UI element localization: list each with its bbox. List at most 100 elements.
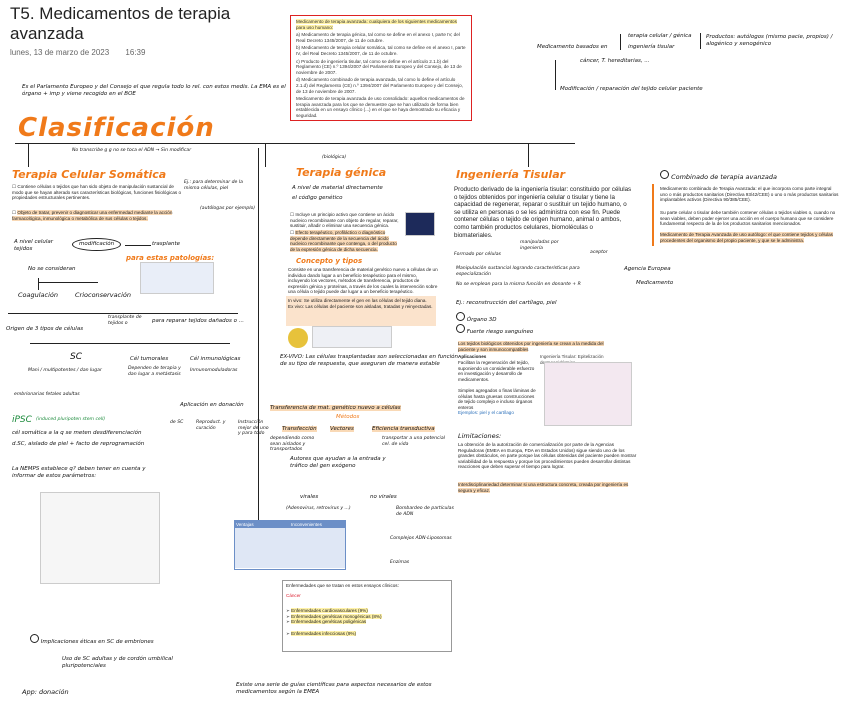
tisular-aplic-text: Facilitan la regeneración del tejido, su… (458, 360, 535, 382)
invivo-2: Ex vivo: Las células del paciente son ai… (288, 303, 433, 309)
flow-arrow (125, 245, 151, 246)
combinado-def1: Medicamento combinado de Terapia Avanzad… (660, 186, 839, 203)
tr-down-line (555, 60, 556, 90)
clasificacion-title: Clasificación (18, 113, 215, 143)
tbl-h-inconv: Inconvenientes (291, 522, 322, 527)
page-time: 16:39 (125, 48, 146, 57)
tisular-interdis: Interdisciplinariedad determinar si una … (458, 482, 629, 493)
tisular-ejemplos: Ejemplos: piel y el cartílago (458, 410, 514, 415)
instruccion: Instrucción mejor de uno y para todo (238, 420, 269, 437)
patologias-figure (140, 262, 214, 294)
implicaciones: Implicaciones éticas en SC de embriones (30, 634, 190, 646)
legal-p6: Medicamento de terapia avanzada de uso c… (296, 96, 465, 118)
flow-celular: A nivel celular tejidos (14, 239, 54, 252)
invivo-1: In vivo: Se utiliza directamente el gen … (288, 298, 427, 303)
tr-branch1: terapia celular / génica (628, 33, 692, 39)
reproduct: Reproduct. y curación (196, 420, 226, 431)
flow-crioconservacion: Crioconservación (75, 291, 132, 299)
exvivo-text: EX-VIVO: Las células trasplantadas son s… (280, 354, 459, 367)
combinado-bar (652, 184, 654, 246)
genica-concept: Concepto y tipos (296, 257, 363, 265)
somatica-title: Terapia Celular Somática (12, 168, 167, 181)
dna-figure (405, 212, 435, 236)
bombardeo: Bombardeo de partículas de ADN (396, 506, 454, 517)
nemps-document-figure (40, 492, 160, 584)
ipsc-2: d.SC, aislado de piel + facto de reprogr… (12, 441, 145, 447)
m-transfeccion: Transfección (282, 426, 317, 432)
somatica-side: Ej.: para determinar de la misma células… (184, 180, 243, 191)
page-date: lunes, 13 de marzo de 2023 (10, 48, 110, 57)
page-title: T5. Medicamentos de terapia avanzada (10, 4, 231, 43)
intro-note: Es el Parlamento Europeo y del Consejo e… (22, 84, 286, 97)
flow-modificacion: modificación (72, 238, 122, 251)
genica-d2: el código genético (292, 195, 343, 201)
sc-label: SC (70, 352, 82, 362)
invivo-box: In vivo: Se utiliza directamente el gen … (286, 296, 436, 326)
ipsc-note: (induced pluripoten stem cell) (36, 417, 106, 422)
sc-desc: Mani / multipotentes / dan lugar (28, 368, 102, 373)
tr-bracket-2 (700, 33, 701, 49)
virus-icon (288, 328, 308, 348)
tisular-flow-d: Manipulación sustancial logrando caracte… (456, 266, 580, 277)
auto: Autores que ayudan a la entrada y tráfic… (290, 456, 386, 469)
exvivo-figure (312, 326, 392, 348)
somatica-c2: ☐ Objeto de tratar, prevenir o diagnosti… (12, 210, 173, 221)
tr-modif: Modificación / reparación del tejido cel… (560, 86, 703, 92)
tisular-flow-b: manipuladas por ingeniería (520, 240, 559, 251)
flow-coagulacion: Coagulación (18, 291, 59, 299)
somatica-side2: (autólogas por ejemplo) (200, 206, 256, 211)
tr-left-label: Medicamento basados en (537, 44, 608, 50)
combinado-def2: Su parte celular o tisular debe también … (660, 210, 836, 227)
tick-tisular (528, 143, 529, 167)
tisular-aplic: Aplicaciones (458, 354, 487, 359)
enzimas: Enzimas (390, 560, 410, 565)
ipsc-1: cél somática a la q se meten desdiferenc… (12, 430, 142, 436)
tisular-med: Medicamento (636, 280, 674, 286)
tbl-h-ventajas: Ventajas (236, 522, 254, 527)
tisular-def: Producto derivado de la ingeniería tisul… (454, 186, 632, 239)
enf-poli: ➢ Enfermedades genéticas poligénicas (286, 619, 367, 625)
genica-title: Terapia génica (296, 166, 387, 179)
vectors-table-body (235, 528, 345, 569)
cel-tumorales: Cél tumorales (130, 356, 169, 362)
legal-p1: Medicamento de terapia avanzada: cualqui… (296, 19, 457, 30)
somatica-note-top: No transcribe g g no se toca el ADN → Si… (72, 148, 192, 153)
somatica-types: Origen de 3 tipos de células (6, 326, 84, 332)
virales-d: (Adenovirus, retrovirus y ...) (286, 506, 351, 511)
tr-use: cáncer, T. hereditarias, ... (580, 58, 650, 64)
somatica-divider (8, 313, 238, 314)
tr-branch2: ingeniería tisular (628, 44, 675, 50)
somatica-types3: para reparar tejidos dañados o ... (152, 318, 245, 324)
tisular-flow-e: No se emplean para la misma función en d… (456, 282, 581, 287)
enf-mono: ➢ Enfermedades genéticas monogénicas (8%… (286, 613, 382, 619)
genica-b2: ☐ Efecto terapéutico, profiláctico o dia… (290, 230, 397, 252)
enf-title: Enfermedades que se tratan en estos ensa… (286, 583, 399, 588)
legal-p5: d) Medicamento combinado de terapia avan… (296, 77, 463, 94)
tisular-ej: Ej.: reconstrucción del cartílago, piel (456, 300, 557, 306)
tisular-o1: Órgano 3D (456, 312, 497, 324)
app-donacion: App: donación (22, 688, 69, 696)
flow-line-2 (38, 282, 98, 283)
vectors-table: Ventajas Inconvenientes (234, 520, 346, 570)
genica-d1: A nivel de material directamente (292, 185, 383, 191)
combinado-def3: Medicamento de Terapia Avanzada de uso a… (660, 232, 833, 243)
genica-left-divider (258, 148, 259, 538)
liposomas: Complejos ADN-Liposomas (390, 536, 452, 541)
enf-cancer: Cáncer (286, 592, 301, 598)
enfermedades-box: Enfermedades que se tratan en estos ensa… (282, 580, 452, 652)
enf-infec: ➢ Enfermedades infecciosas (9%) (286, 630, 356, 636)
somatica-types2: transplante de tejidos o (108, 315, 142, 326)
genica-bottom: Existe una serie de guías científicas pa… (236, 682, 432, 695)
aplicacion: Aplicación en donación (180, 402, 244, 408)
tick-somatica (28, 143, 29, 167)
m-eficiencia: Eficiencia transductiva (372, 426, 435, 432)
metodos: Métodos (336, 414, 360, 420)
main-divider (15, 143, 575, 144)
genica-biol: (biológica) (322, 155, 347, 160)
somatica-c1: ☐ Contiene células o tejidos que han sid… (12, 184, 182, 201)
tisular-figure (544, 362, 632, 426)
de-sc: de SC (170, 420, 184, 425)
combinado-title: Combinado de terapia avanzada (660, 170, 777, 181)
flow-trasplante: trasplante (152, 241, 181, 247)
flow-no-consideran: No se consideran (28, 266, 76, 272)
